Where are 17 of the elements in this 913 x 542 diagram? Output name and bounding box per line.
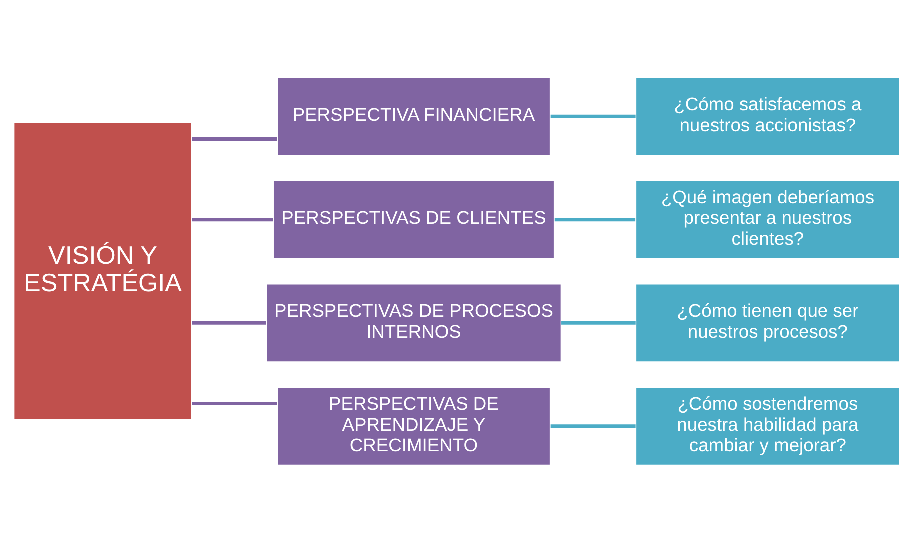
connector <box>554 218 636 222</box>
node-box: ¿Cómo tienen que ser nuestros procesos? <box>634 283 900 362</box>
node-box: ¿Cómo sostendremos nuestra habilidad para cambiar y mejorar? <box>634 386 900 466</box>
connector <box>192 218 273 222</box>
connector <box>192 137 277 140</box>
node-box: PERSPECTIVA FINANCIERA <box>276 76 551 156</box>
node-box: PERSPECTIVAS DE PROCESOS INTERNOS <box>265 283 562 362</box>
node-box: PERSPECTIVAS DE CLIENTES <box>272 180 555 259</box>
connector <box>192 402 277 405</box>
node-box: ¿Qué imagen deberíamos presentar a nuestros clientes? <box>634 180 900 259</box>
connector <box>192 320 266 324</box>
node-box: ¿Cómo satisfacemos a nuestros accionistas? <box>634 76 900 156</box>
node-box: VISIÓN Y ESTRATÉGIA <box>13 122 192 420</box>
connector <box>550 114 636 118</box>
connector <box>550 424 636 428</box>
node-box: PERSPECTIVAS DE APRENDIZAJE Y CRECIMIENTO <box>276 386 551 466</box>
connector <box>561 320 636 324</box>
